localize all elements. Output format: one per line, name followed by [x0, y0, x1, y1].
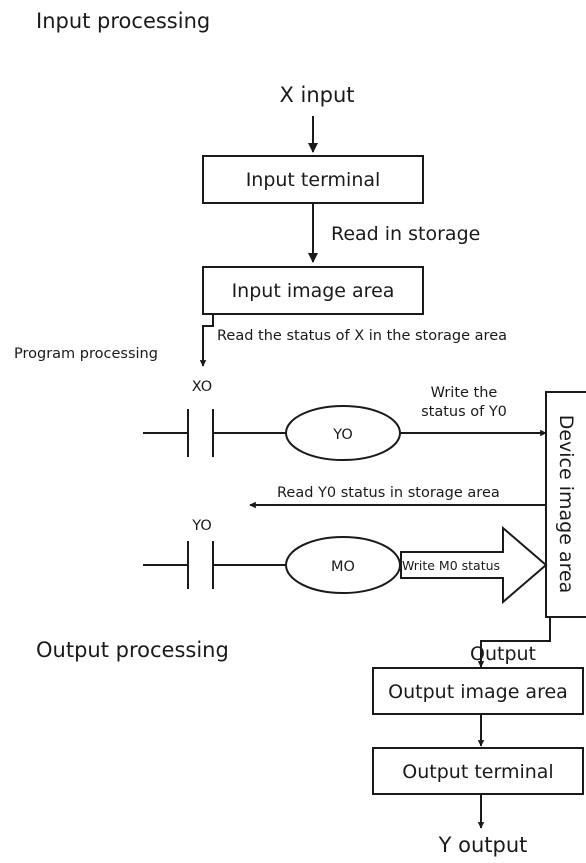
- input-processing-heading: Input processing: [36, 9, 210, 33]
- output-label: Output: [470, 643, 536, 665]
- rung1-coil-label: YO: [332, 427, 352, 443]
- output-terminal-label: Output terminal: [402, 761, 553, 783]
- input-image-area-label: Input image area: [232, 280, 395, 302]
- write-m0-block-arrow: [400, 525, 548, 605]
- output-arrow: [477, 617, 551, 668]
- read-y0-note: Read Y0 status in storage area: [277, 485, 500, 501]
- read-status-arrow: [199, 314, 214, 367]
- rung1-contact-label: XO: [192, 379, 212, 395]
- write-y0-line2: status of Y0: [421, 404, 507, 420]
- rung2-coil-label: MO: [331, 559, 355, 575]
- output-image-area-label: Output image area: [388, 681, 568, 703]
- output-terminal-box: [372, 747, 584, 795]
- write-y0-line1: Write the: [431, 385, 498, 401]
- read-status-note: Read the status of X in the storage area: [217, 328, 507, 344]
- rung2-contact-label: YO: [191, 518, 211, 534]
- write-m0-note: Write M0 status: [402, 558, 500, 573]
- input-image-area-box: [202, 266, 424, 315]
- x-input-label: X input: [279, 83, 354, 107]
- device-image-area-box: [545, 391, 586, 618]
- program-processing-heading: Program processing: [14, 346, 158, 362]
- input-terminal-label: Input terminal: [246, 169, 381, 191]
- device-image-area-label: Device image area: [555, 415, 577, 594]
- y-output-label: Y output: [438, 833, 528, 857]
- read-in-storage-label: Read in storage: [331, 223, 480, 245]
- output-processing-heading: Output processing: [36, 638, 229, 662]
- output-image-area-box: [372, 667, 584, 715]
